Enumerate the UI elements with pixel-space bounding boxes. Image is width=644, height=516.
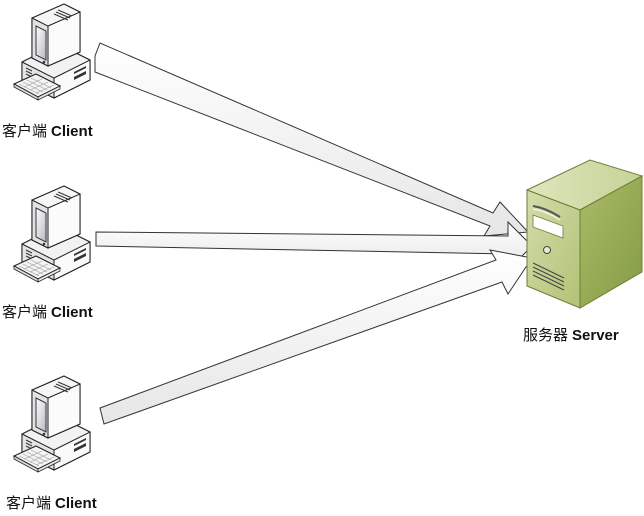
computer-icon — [13, 375, 91, 473]
client-1-label-en: Client — [51, 123, 93, 140]
server-label-cn: 服务器 — [523, 326, 569, 344]
client-2-label-en: Client — [51, 304, 93, 321]
server-label-en: Server — [572, 327, 619, 344]
arrow-client-1-to-server — [94, 42, 530, 237]
client-3-label-cn: 客户端 — [6, 494, 52, 512]
arrow-client-2-to-server — [95, 220, 533, 272]
computer-icon — [13, 185, 91, 283]
server — [525, 159, 644, 309]
client-2-label-cn: 客户端 — [2, 303, 48, 321]
arrow-client-3-to-server — [99, 249, 533, 425]
client-3-label-en: Client — [55, 495, 97, 512]
computer-icon — [13, 3, 91, 101]
connection-arrows — [94, 42, 533, 425]
client-3 — [13, 375, 91, 473]
server-icon — [525, 159, 644, 309]
client-1-label-cn: 客户端 — [2, 122, 48, 140]
client-2 — [13, 185, 91, 283]
client-1 — [13, 3, 91, 101]
